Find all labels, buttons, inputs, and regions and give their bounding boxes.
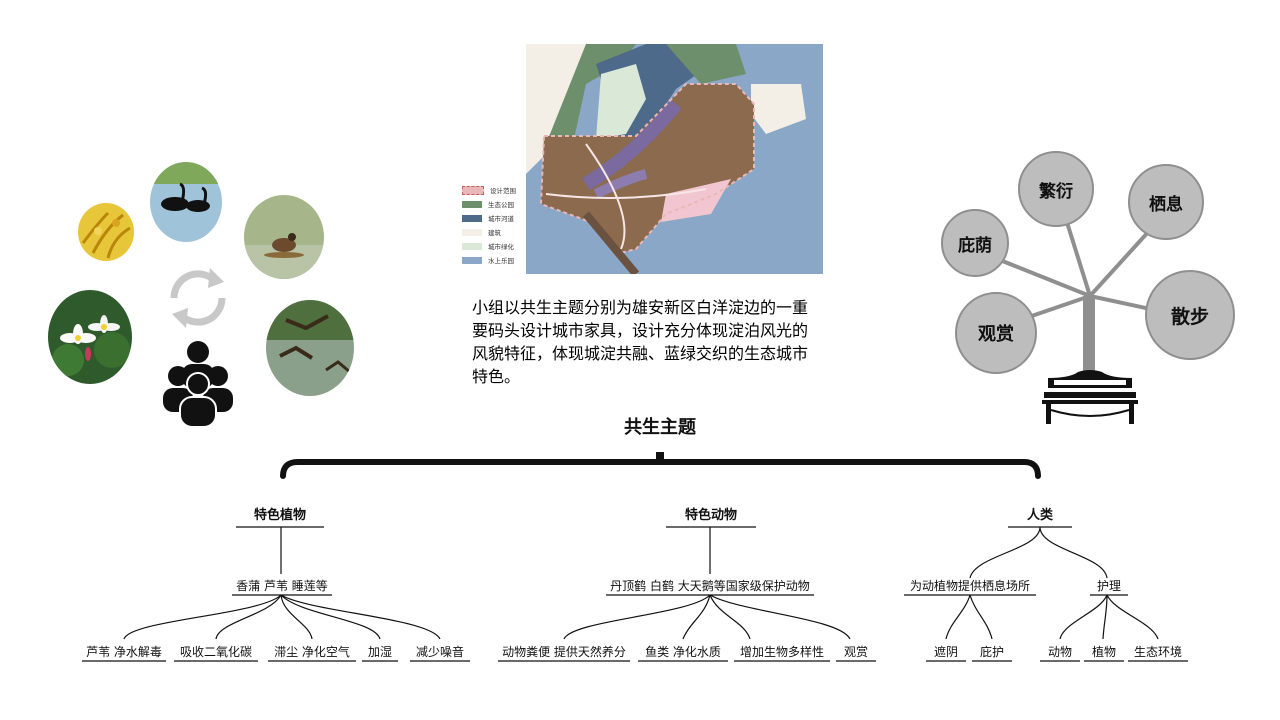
leaf-item: 动物 <box>1047 645 1072 659</box>
leaf-item: 芦苇 净水解毒 <box>86 645 162 659</box>
sub-animals: 丹顶鹤 白鹤 大天鹅等国家级保护动物 <box>610 579 810 593</box>
legend-item: 生态公园 <box>462 199 514 209</box>
birds-flying-photo <box>266 300 354 396</box>
leaf-item: 植物 <box>1091 645 1116 659</box>
swan-photo <box>150 162 222 242</box>
branch-animals: 特色动物 <box>684 508 737 523</box>
legend-swatch <box>462 242 482 250</box>
legend-swatch <box>462 214 482 222</box>
leaf-item: 动物粪便 提供天然养分 <box>502 645 626 659</box>
sub-humans-care: 护理 <box>1096 579 1121 593</box>
sub-plants: 香蒲 芦苇 睡莲等 <box>236 579 328 593</box>
description-text: 小组以共生主题分别为雄安新区白洋淀边的一重要码头设计城市家具，设计充分体现淀泊风… <box>472 298 809 386</box>
branch-plants: 特色植物 <box>253 508 306 523</box>
legend-label: 生态公园 <box>488 201 514 209</box>
legend-item: 水上乐园 <box>462 255 514 265</box>
legend-swatch <box>462 228 482 236</box>
leaf-item: 生态环境 <box>1133 645 1182 659</box>
leaf-item: 遮阴 <box>933 645 958 659</box>
lotus-photo <box>48 290 132 384</box>
leaf-item: 鱼类 净化水质 <box>645 645 721 659</box>
legend-swatch <box>462 200 482 208</box>
tree-circle-view: 观赏 <box>955 292 1037 374</box>
tree-circle-walk: 散步 <box>1145 270 1235 360</box>
tree-circle-habitat: 栖息 <box>1128 164 1204 240</box>
cycle-arrows-icon <box>170 268 226 328</box>
sub-humans-habitat: 为动植物提供栖息场所 <box>909 579 1030 593</box>
legend-label: 城市绿化 <box>488 243 514 251</box>
legend-label: 城市河道 <box>488 215 514 223</box>
branch-humans: 人类 <box>1026 508 1053 523</box>
people-group-icon <box>163 341 233 428</box>
leaf-item: 滞尘 净化空气 <box>274 645 350 659</box>
legend-item: 建筑 <box>462 227 501 237</box>
legend-swatch <box>462 256 482 264</box>
root-title: 共生主题 <box>624 417 696 438</box>
site-map <box>526 44 823 277</box>
leaf-item: 增加生物多样性 <box>739 645 824 659</box>
tree-circle-shade: 庇荫 <box>941 209 1009 277</box>
legend-label: 水上乐园 <box>488 257 514 265</box>
legend-item: 城市河道 <box>462 213 514 223</box>
leaf-item: 加湿 <box>367 645 392 659</box>
leaf-item: 观赏 <box>843 645 868 659</box>
leaf-item: 减少噪音 <box>415 645 464 659</box>
legend-label: 设计范围 <box>490 187 516 195</box>
legend-item: 设计范围 <box>462 185 516 195</box>
rice-photo <box>78 203 134 261</box>
bench-icon <box>1042 370 1138 424</box>
tree-circle-reproduce: 繁衍 <box>1018 151 1094 227</box>
leaf-item: 吸收二氧化碳 <box>179 645 252 659</box>
leaf-item: 庇护 <box>979 645 1004 659</box>
legend-swatch <box>462 185 484 195</box>
legend-item: 城市绿化 <box>462 241 514 251</box>
legend-label: 建筑 <box>488 229 501 237</box>
